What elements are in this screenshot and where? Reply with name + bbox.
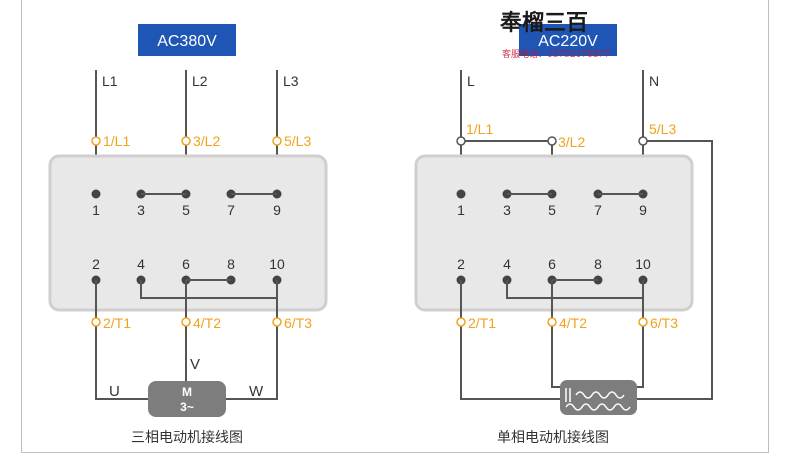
bottom-terminal-circles-left xyxy=(91,317,282,327)
terminal-label-4-t2-right: 4/T2 xyxy=(559,315,587,331)
caption-three-phase: 三相电动机接线图 xyxy=(131,429,243,445)
terminal-label-3-l2-right: 3/L2 xyxy=(558,134,585,150)
pin-3-right: 3 xyxy=(503,202,511,218)
terminal-label-1-l1: 1/L1 xyxy=(103,133,130,149)
voltage-label-380: AC380V xyxy=(157,33,217,50)
single-phase-motor xyxy=(560,380,637,415)
motor-label-3-phase: 3~ xyxy=(180,400,194,414)
three-phase-diagram: AC380V L1 L2 L3 1/L1 3/L2 5/L3 xyxy=(48,24,328,445)
pin-8-right: 8 xyxy=(594,256,602,272)
bottom-terminal-circles-right xyxy=(456,317,648,327)
pin-2: 2 xyxy=(92,256,100,272)
pin-6: 6 xyxy=(182,256,190,272)
voltage-badge-220 xyxy=(519,24,617,56)
terminal-label-6-t3-right: 6/T3 xyxy=(650,315,678,331)
top-terminal-circles-right xyxy=(456,136,648,146)
terminal-label-2-t1-right: 2/T1 xyxy=(468,315,496,331)
phase-w: W xyxy=(249,383,264,400)
outgoing-lines-right xyxy=(460,280,644,400)
pin-6-right: 6 xyxy=(548,256,556,272)
pin-7-right: 7 xyxy=(594,202,602,218)
pin-7: 7 xyxy=(227,202,235,218)
pin-9: 9 xyxy=(273,202,281,218)
frame-border-left xyxy=(21,0,22,452)
frame-border-right xyxy=(768,0,769,452)
terminal-label-4-t2: 4/T2 xyxy=(193,315,221,331)
watermark-brand: 奉榴三百 xyxy=(499,10,588,36)
frame-border-bottom xyxy=(21,452,769,453)
pin-1-right: 1 xyxy=(457,202,465,218)
line-label-l3: L3 xyxy=(283,73,299,89)
pin-5: 5 xyxy=(182,202,190,218)
outgoing-lines-left xyxy=(95,280,278,400)
caption-single-phase: 单相电动机接线图 xyxy=(497,429,609,445)
terminal-label-1-l1-right: 1/L1 xyxy=(466,121,493,137)
pin-4: 4 xyxy=(137,256,145,272)
line-label-l1: L1 xyxy=(102,73,118,89)
pin-10-right: 10 xyxy=(635,256,651,272)
phase-v: V xyxy=(190,356,200,373)
three-phase-motor xyxy=(148,381,226,417)
pin-3: 3 xyxy=(137,202,145,218)
pin-9-right: 9 xyxy=(639,202,647,218)
pin-1: 1 xyxy=(92,202,100,218)
pin-4-right: 4 xyxy=(503,256,511,272)
voltage-badge-380 xyxy=(138,24,236,56)
terminal-label-6-t3: 6/T3 xyxy=(284,315,312,331)
terminal-label-5-l3: 5/L3 xyxy=(284,133,311,149)
top-terminal-circles xyxy=(91,136,282,146)
single-phase-diagram: AC220V 奉榴三百 客服电话：13752170877 L N 1/L1 3/… xyxy=(414,10,713,445)
relay-body-right xyxy=(414,154,694,312)
pin-2-right: 2 xyxy=(457,256,465,272)
phase-u: U xyxy=(109,383,120,400)
line-label-n: N xyxy=(649,73,659,89)
terminal-label-3-l2: 3/L2 xyxy=(193,133,220,149)
line-label-l: L xyxy=(467,73,475,89)
terminal-label-5-l3-right: 5/L3 xyxy=(649,121,676,137)
terminal-label-2-t1: 2/T1 xyxy=(103,315,131,331)
motor-label-m: M xyxy=(182,385,192,399)
line-label-l2: L2 xyxy=(192,73,208,89)
watermark-phone: 客服电话：13752170877 xyxy=(502,48,610,60)
pin-8: 8 xyxy=(227,256,235,272)
pin-5-right: 5 xyxy=(548,202,556,218)
pin-10: 10 xyxy=(269,256,285,272)
voltage-label-220: AC220V xyxy=(538,33,598,50)
relay-body-left xyxy=(48,154,328,312)
